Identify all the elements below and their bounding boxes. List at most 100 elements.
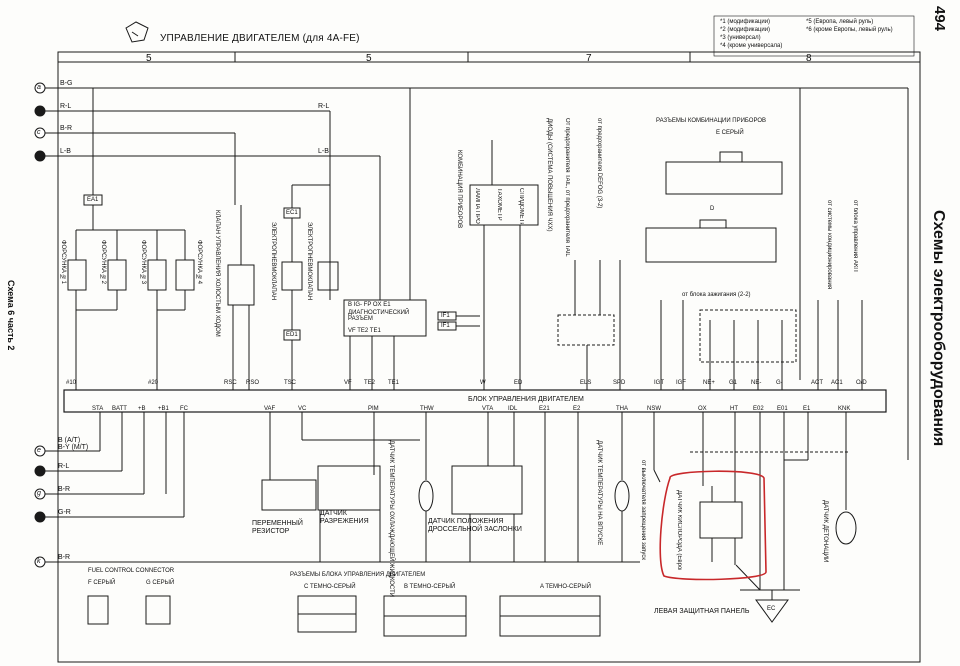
- ecu-pin-igf: IGF: [676, 380, 686, 386]
- ecu-pin-pim: PIM: [368, 406, 379, 412]
- column-number-1: 5: [146, 53, 152, 64]
- ecu-pin-vta: VTA: [482, 406, 494, 412]
- ecu-pin-e21: E21: [539, 406, 550, 412]
- thw-label: ДАТЧИК ТЕМПЕРАТУРЫ ОХЛАЖДАЮЩЕЙ ЖИДКОСТИ: [388, 440, 394, 598]
- speedometer-label: СПИДОМЕТР: [518, 188, 524, 224]
- ecu-pin-ox: OX: [698, 406, 707, 412]
- row-g: g: [37, 490, 41, 497]
- wire-g: B-R: [58, 486, 71, 493]
- wire-a: B-G: [60, 80, 73, 87]
- ecu-connector-a: A ТЕМНО-СЕРЫЙ: [540, 584, 591, 590]
- ecu-pin-e02: E02: [753, 406, 764, 412]
- tachometer-label: ТАХОМЕТР: [496, 188, 502, 221]
- meter-connector-d-label: D: [710, 206, 715, 212]
- row-c: c: [37, 129, 41, 136]
- ecu-pin-e1: E1: [803, 406, 811, 412]
- meter-connectors-title: РАЗЪЕМЫ КОМБИНАЦИИ ПРИБОРОВ: [656, 118, 766, 124]
- ecu-pin-act: ACT: [811, 380, 823, 386]
- from-tail-fuse-label: От предохранителя TAIL, от предохранител…: [564, 118, 570, 258]
- vaf-label: ПЕРЕМЕННЫЙ РЕЗИСТОР: [252, 520, 303, 536]
- ecu-pin-igt: IGT: [654, 380, 664, 386]
- note-4: *4 (кроме универсала): [720, 43, 783, 49]
- connector-if1-b: IF1: [441, 323, 450, 329]
- ecu-pin-rso: RSO: [246, 380, 260, 386]
- ecu-connector-b: B ТЕМНО-СЕРЫЙ: [404, 584, 456, 590]
- from-ac-label: от системы кондиционирования: [826, 200, 832, 290]
- injector-1-label: ФОРСУНКА №1: [60, 240, 66, 284]
- wire-b: R-L: [60, 103, 72, 110]
- connector-ed1: ED1: [286, 332, 298, 338]
- ecu-pin-b: +B: [138, 406, 146, 412]
- section-title: Схемы электрооборудования: [930, 210, 947, 447]
- ecu-pin-els: ELS: [580, 380, 592, 386]
- ecu-connectors-title: РАЗЪЕМЫ БЛОКА УПРАВЛЕНИЯ ДВИГАТЕЛЕМ: [290, 572, 426, 578]
- evap-valve-label: ЭЛЕКТРОПНЕВМОКЛАПАН: [270, 222, 276, 301]
- ecu-pin-g-minus: G-: [776, 380, 783, 386]
- ecu-pin-rsc: RSC: [224, 380, 237, 386]
- note-1: *1 (модификации): [720, 19, 771, 25]
- fuel-connector-title: FUEL CONTROL CONNECTOR: [88, 568, 175, 574]
- row-k: k: [37, 558, 41, 565]
- meter-connector-e-label: E СЕРЫЙ: [716, 130, 744, 136]
- wire-b-2: R-L: [318, 103, 330, 110]
- ecu-pin-knk: KNK: [838, 406, 851, 412]
- ecu-pin-batt: BATT: [112, 406, 127, 412]
- column-number-2: 5: [366, 53, 372, 64]
- from-tcm-label: от блока управления АКП: [852, 200, 858, 272]
- injector-2-label: ФОРСУНКА №2: [100, 240, 106, 284]
- ecu-pin-thw: THW: [420, 406, 434, 412]
- ecu-pin-ne-minus: NE-: [751, 380, 762, 386]
- column-number-3: 7: [586, 53, 592, 64]
- page-number: 494: [931, 6, 948, 32]
- ecu-pin-idl: IDL: [508, 406, 518, 412]
- ecu-label: БЛОК УПРАВЛЕНИЯ ДВИГАТЕЛЕМ: [468, 396, 584, 403]
- idle-valve-label: КЛАПАН УПРАВЛЕНИЯ ХОЛОСТЫМ ХОДОМ: [214, 210, 220, 337]
- knock-sensor-label: ДАТЧИК ДЕТОНАЦИИ: [822, 500, 828, 563]
- diag-pins-bottom: VF TE2 TE1: [348, 328, 381, 334]
- note-5: *5 (Европа, левый руль): [806, 19, 874, 25]
- ecu-pin-nsw: NSW: [647, 406, 661, 412]
- scheme-label: Схема 6 часть 2: [6, 280, 16, 351]
- wire-c: B-R: [60, 125, 73, 132]
- from-ignition-label: от блока зажигания (2-2): [682, 292, 751, 298]
- note-6: *6 (кроме Европы, левый руль): [806, 27, 893, 33]
- wire-k: B-R: [58, 554, 71, 561]
- ecu-pin-ne-plus: NE+: [703, 380, 715, 386]
- o2-sensor-label: ДАТЧИК КИСЛОРОДА (Европа, Сингапур) (кро…: [676, 490, 682, 570]
- ecu-pin-ac1: AC1: [831, 380, 843, 386]
- tps-label: ДАТЧИК ПОЛОЖЕНИЯ ДРОССЕЛЬНОЙ ЗАСЛОНКИ: [428, 518, 522, 534]
- row-a: a: [37, 84, 41, 91]
- check-engine-lamp-label: ЛАМПА ПРОВЕРКИ ДВИГАТЕЛЯ: [474, 188, 480, 224]
- row-e: e: [37, 447, 41, 454]
- ecu-pin-20: #20: [148, 380, 159, 386]
- fuse-ea1: EA1: [87, 197, 99, 203]
- ecu-pin-vaf: VAF: [264, 406, 276, 412]
- connector-ec1: EC1: [286, 210, 298, 216]
- ecu-pin-e01: E01: [777, 406, 788, 412]
- ecu-pin-e2: E2: [573, 406, 581, 412]
- ecu-pin-w: W: [480, 380, 486, 386]
- ecu-pin-ht: HT: [730, 406, 738, 412]
- ecu-pin-od: O/D: [856, 380, 867, 386]
- wire-d: L-B: [60, 148, 71, 155]
- note-2: *2 (модификации): [720, 27, 771, 33]
- ecu-pin-g1: G1: [729, 380, 738, 386]
- diodes-label: ДИОДЫ (СИСТЕМА ПОВЫШЕНИЯ ЧХХ): [546, 118, 552, 232]
- diag-pins-top: B IG- FP OX E1: [348, 302, 391, 308]
- wire-e: B (A/T) B-Y (M/T): [58, 437, 89, 451]
- fuel-connector-g: G СЕРЫЙ: [146, 580, 175, 586]
- nsw-label: от выключателя запрещения запуска (с АКП…: [640, 460, 646, 560]
- diag-connector-label: ДИАГНОСТИЧЕСКИЙ РАЗЪЕМ: [348, 310, 410, 322]
- engine-icon: [125, 21, 149, 43]
- wire-h: G-R: [58, 509, 71, 516]
- highlight-outline: [659, 470, 767, 581]
- note-3: *3 (универсал): [720, 35, 761, 41]
- ecu-pin-ed: ED: [514, 380, 523, 386]
- combo-meter-label: КОМБИНАЦИЯ ПРИБОРОВ: [456, 150, 462, 229]
- ground-code: EC: [767, 606, 776, 612]
- page-header: УПРАВЛЕНИЕ ДВИГАТЕЛЕМ (для 4A-FE): [160, 33, 360, 44]
- ecu-pin-fc: FC: [180, 406, 188, 412]
- ground-label: ЛЕВАЯ ЗАЩИТНАЯ ПАНЕЛЬ: [654, 608, 750, 615]
- ecu-pin-10: #10: [66, 380, 77, 386]
